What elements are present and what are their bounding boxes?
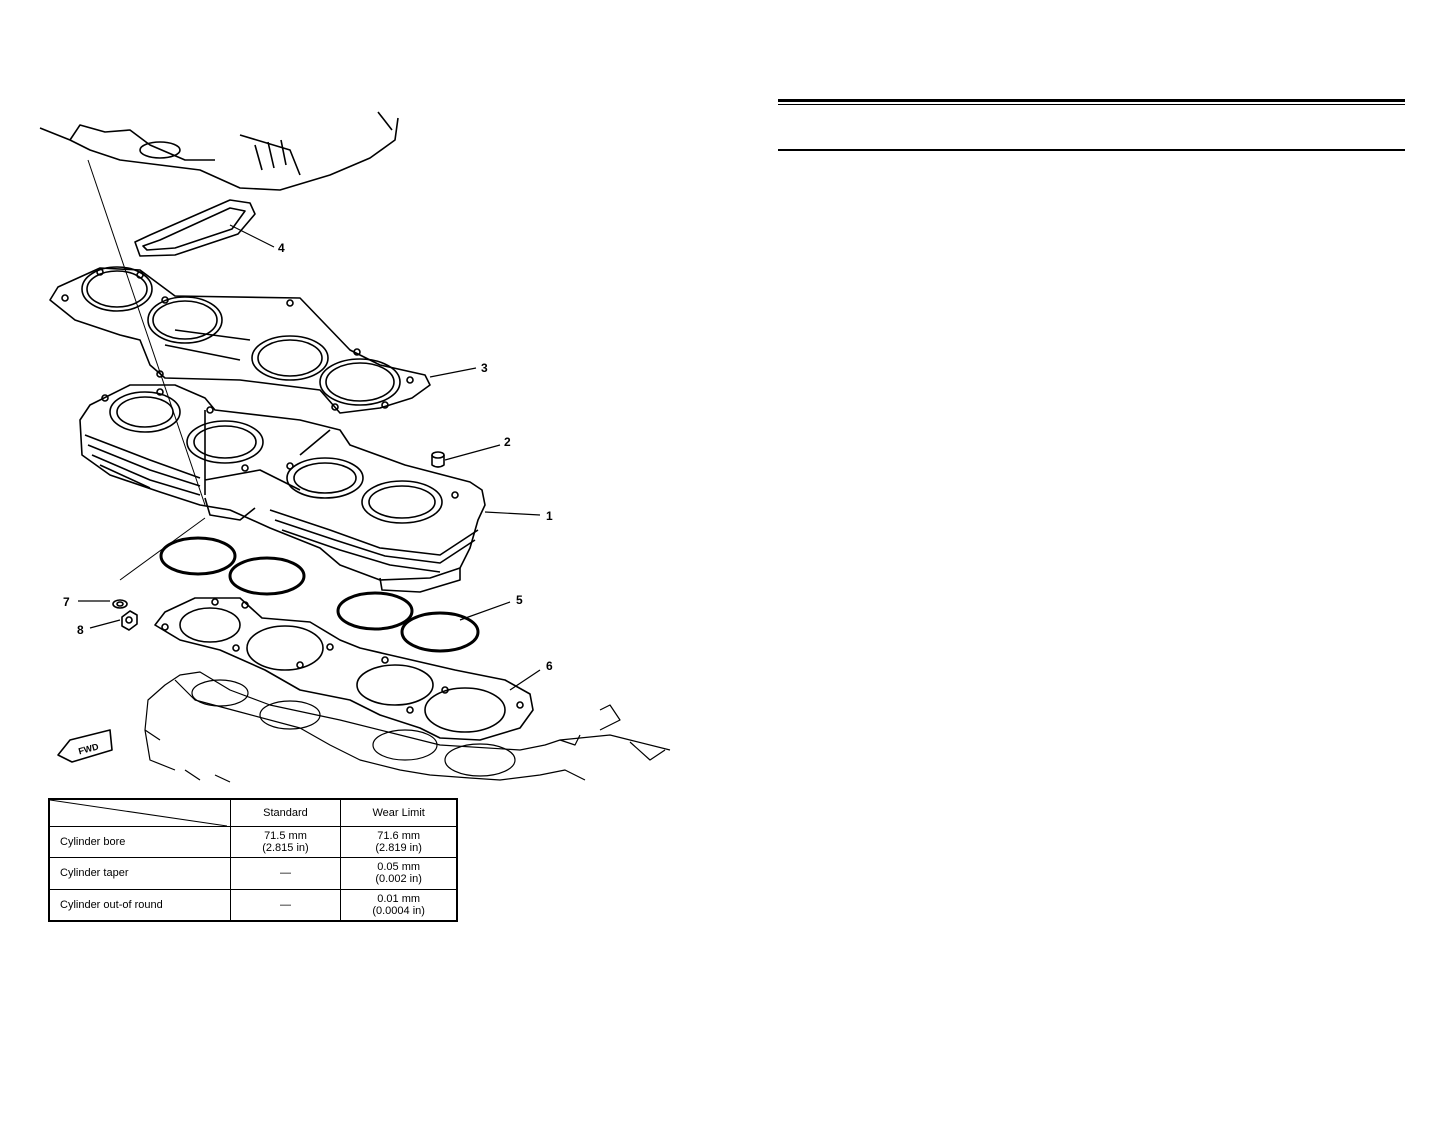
header-wear-limit: Wear Limit — [340, 798, 458, 827]
callout-2: 2 — [504, 435, 511, 449]
table-corner-cell — [48, 798, 231, 827]
header-standard: Standard — [229, 798, 342, 827]
cylinder-head-gasket — [49, 266, 431, 414]
row-label: Cylinder taper — [48, 857, 231, 890]
cylinder-block — [79, 384, 486, 593]
callout-4: 4 — [278, 241, 285, 255]
head-cover-gasket — [134, 199, 256, 257]
table-row: Cylinder out-of round — 0.01 mm (0.0004 … — [48, 888, 458, 922]
crankcase-fragment — [144, 671, 671, 783]
forward-arrow-icon — [57, 729, 113, 763]
standard-value: — — [229, 857, 342, 890]
wear-limit-value: 71.6 mm (2.819 in) — [340, 825, 458, 859]
wear-limit-value: 0.01 mm (0.0004 in) — [340, 888, 458, 922]
row-label: Cylinder bore — [48, 825, 231, 859]
header-rule-thin — [778, 104, 1405, 105]
o-rings — [159, 536, 480, 653]
callout-7: 7 — [63, 595, 70, 609]
callout-8: 8 — [77, 623, 84, 637]
callout-3: 3 — [481, 361, 488, 375]
table-row: Cylinder taper — 0.05 mm (0.002 in) — [48, 857, 458, 890]
callout-1: 1 — [546, 509, 553, 523]
washer-and-nut — [112, 517, 206, 631]
header-rule-bottom — [778, 149, 1405, 151]
row-label: Cylinder out-of round — [48, 888, 231, 922]
cylinder-spec-table: Standard Wear Limit Cylinder bore 71.5 m… — [48, 798, 458, 922]
exploded-cylinder-diagram: 4 3 2 1 5 6 7 8 FWD — [39, 111, 671, 783]
callout-5: 5 — [516, 593, 523, 607]
wear-limit-value: 0.05 mm (0.002 in) — [340, 857, 458, 890]
standard-value: — — [229, 888, 342, 922]
cylinder-head-fragment — [39, 111, 399, 191]
cylinder-gasket — [154, 597, 534, 741]
table-row: Cylinder bore 71.5 mm (2.815 in) 71.6 mm… — [48, 825, 458, 859]
standard-value: 71.5 mm (2.815 in) — [229, 825, 342, 859]
header-rule-top — [778, 99, 1405, 102]
dowel-pin — [431, 451, 445, 468]
callout-6: 6 — [546, 659, 553, 673]
